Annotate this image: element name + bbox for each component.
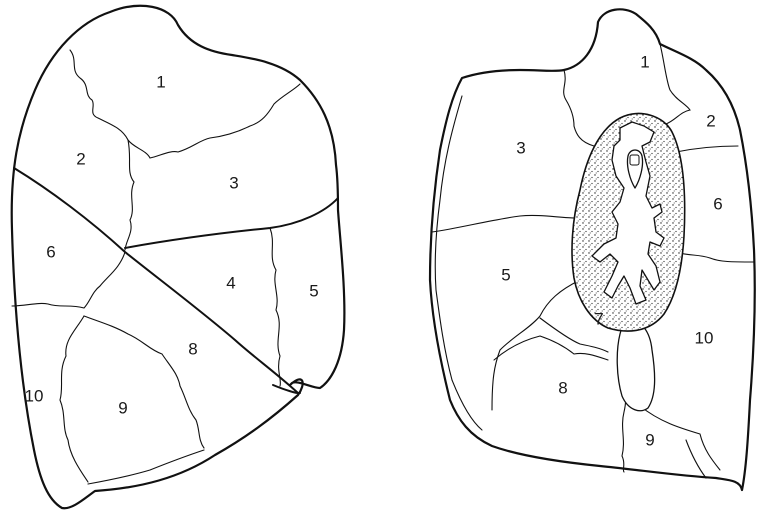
right-segment-2-label: 2 — [706, 111, 715, 130]
left-segment-5-label: 5 — [309, 281, 318, 300]
right-segment-10-label: 10 — [695, 328, 714, 347]
left-segment-6-label: 6 — [46, 242, 55, 261]
left-segment-4-label: 4 — [226, 273, 235, 292]
left-border-9-10 — [60, 316, 88, 482]
left-border-8-9 — [84, 316, 204, 448]
right-border-3-5 — [432, 215, 576, 232]
left-border-9-bottom — [88, 450, 204, 484]
right-segment-6-label: 6 — [713, 194, 722, 213]
right-segment-5-label: 5 — [501, 265, 510, 284]
left-border-1-2 — [70, 50, 300, 158]
left-lingula-fissure — [273, 385, 300, 393]
left-horizontal-fissure — [125, 198, 338, 248]
left-segment-10-label: 10 — [25, 386, 44, 405]
left-lung — [12, 6, 345, 508]
right-lung — [430, 9, 755, 490]
left-lung-outline — [12, 6, 345, 508]
left-segment-1-label: 1 — [156, 72, 165, 91]
right-border-6-10 — [676, 252, 754, 262]
right-segment-3-label: 3 — [516, 138, 525, 157]
left-segment-8-label: 8 — [188, 339, 197, 358]
right-border-anterior — [435, 96, 482, 430]
left-border-2-3 — [125, 140, 134, 250]
artery-lumen — [630, 155, 639, 165]
right-border-1-3 — [564, 70, 594, 146]
left-oblique-fissure — [14, 168, 298, 393]
left-segment-2-label: 2 — [76, 149, 85, 168]
right-segment-1-label: 1 — [640, 52, 649, 71]
left-border-6-8 — [12, 252, 125, 308]
right-border-2-6 — [676, 146, 738, 152]
right-segment-9-label: 9 — [645, 430, 654, 449]
left-border-4-5 — [270, 228, 280, 386]
right-border-lower — [686, 440, 706, 478]
right-segment-8-label: 8 — [558, 378, 567, 397]
left-lung-labels: 1 2 3 4 5 6 8 9 10 — [25, 72, 319, 417]
pulmonary-ligament — [617, 320, 654, 411]
right-segment-7-label: 7 — [594, 309, 603, 328]
left-segment-3-label: 3 — [229, 173, 238, 192]
left-segment-9-label: 9 — [118, 398, 127, 417]
